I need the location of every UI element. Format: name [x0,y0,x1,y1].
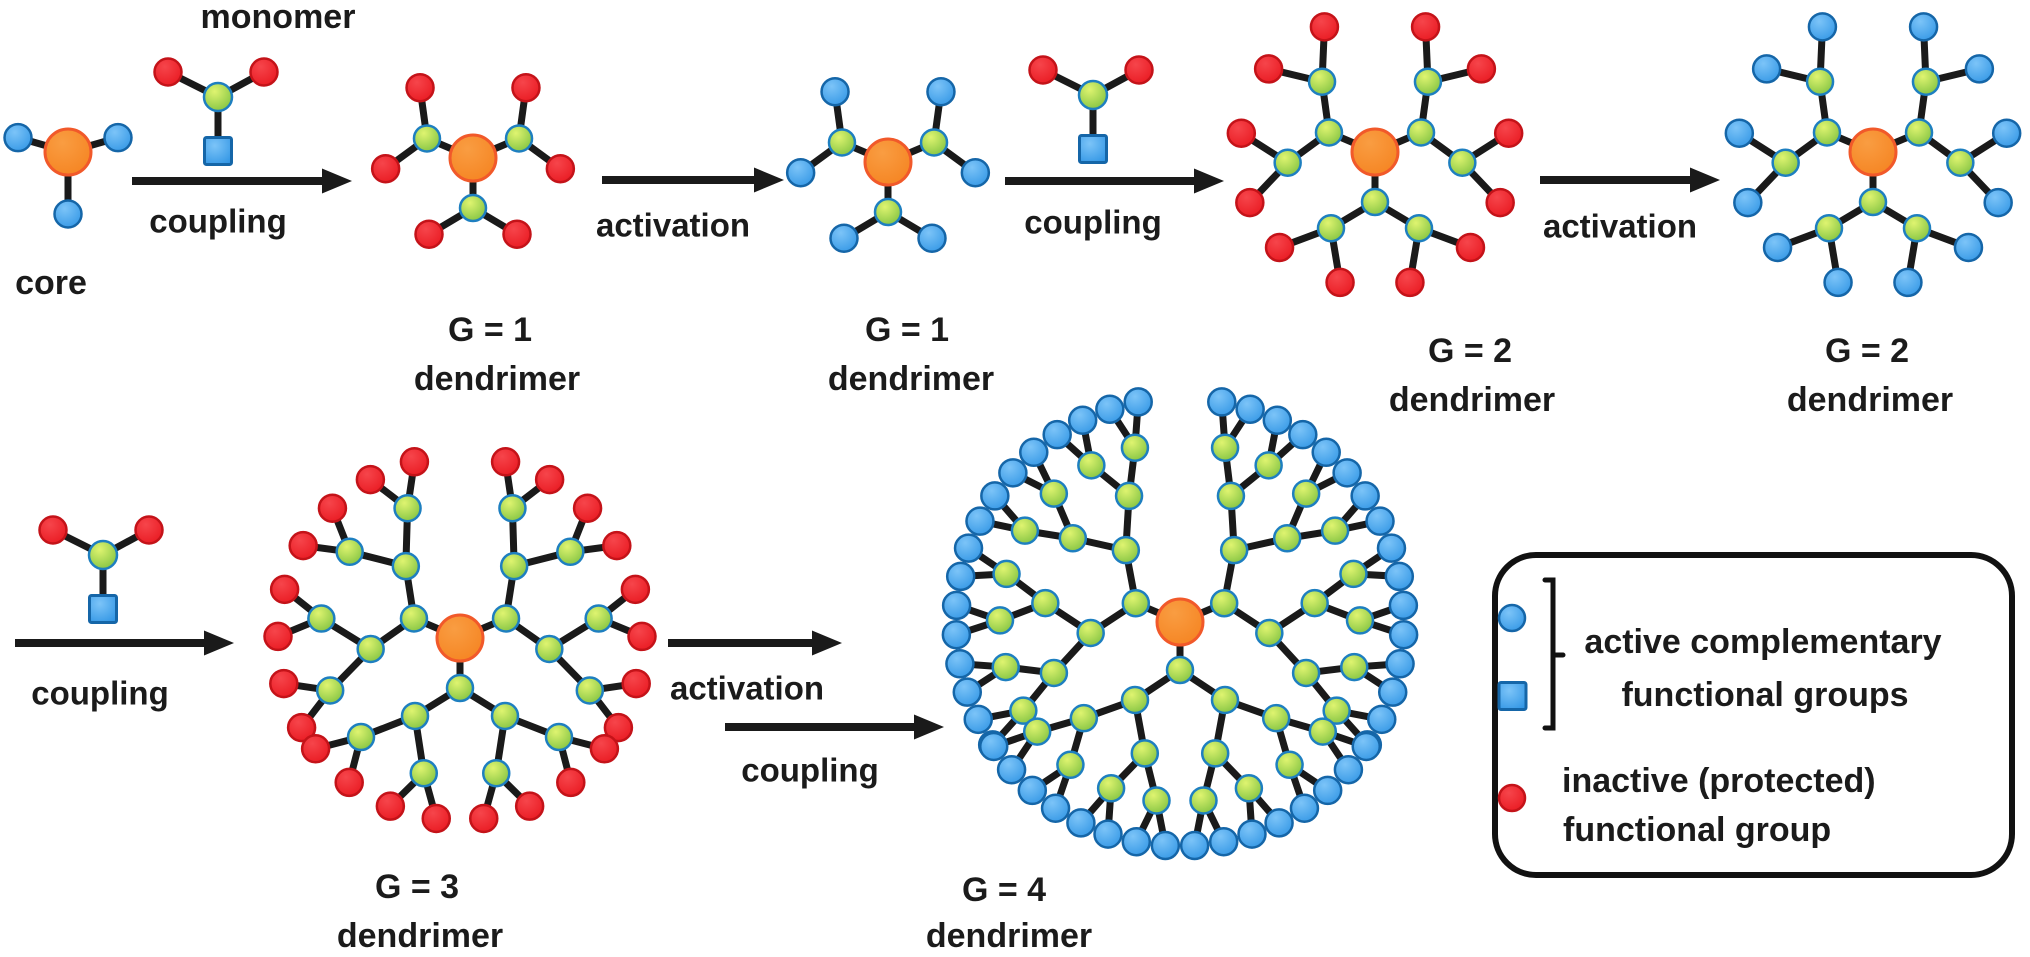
legend-bracket-icon [1542,577,1566,731]
g2-dendrimer-activated [1724,12,2022,298]
g4-dendrimer-activated [941,387,1419,861]
legend-inactive-circle-icon [1497,783,1527,813]
activation-arrow-1 [602,167,784,193]
legend-active-label-line1: active complementary [1584,623,1942,661]
legend-box: active complementary functional groups i… [1492,552,2015,878]
legend-symbols [1497,577,1566,813]
monomer-1 [153,57,279,166]
g1-dendrimer-activated [785,76,991,253]
coupling-arrow-1 [132,168,352,194]
core-molecule [3,122,133,229]
legend-active-square-icon [1497,681,1528,711]
legend-active-circle-icon [1497,603,1527,633]
g1-dendrimer-protected [370,72,576,249]
activation-arrow-3 [668,630,842,656]
coupling-arrow-3 [15,630,234,656]
legend-inactive-label-line2: functional group [1563,811,1832,849]
legend-inactive-label-line1: inactive (protected) [1562,762,1876,800]
monomer-2 [1028,55,1154,164]
coupling-arrow-2 [1005,168,1224,194]
activation-arrow-2 [1540,167,1720,193]
coupling-arrow-4 [725,714,944,740]
g2-dendrimer-protected [1226,12,1524,298]
monomer-3 [38,515,164,624]
g3-dendrimer-protected [263,447,657,834]
legend-active-label-line2: functional groups [1621,676,1909,714]
